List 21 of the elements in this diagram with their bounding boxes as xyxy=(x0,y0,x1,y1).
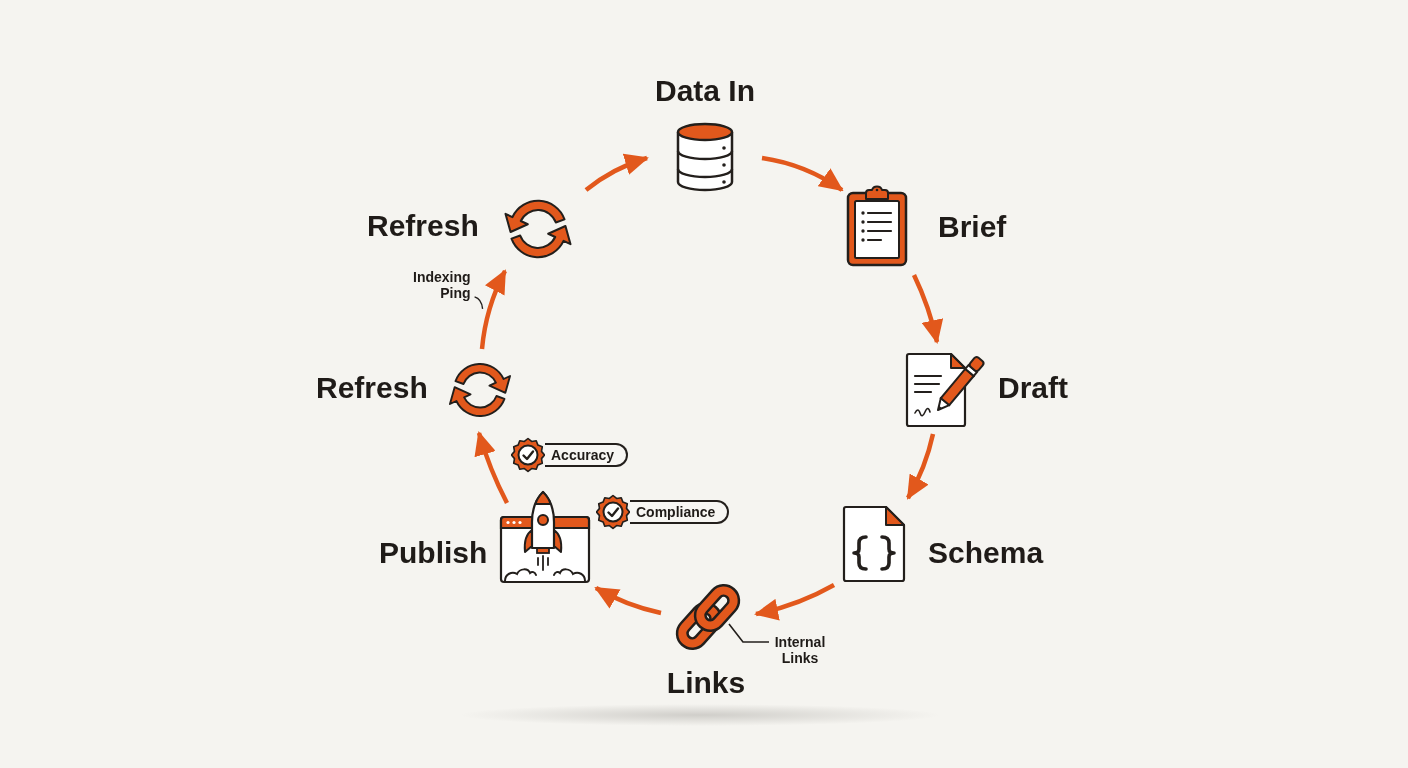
annotation-text: Internal Links xyxy=(773,634,827,666)
step-label: Publish xyxy=(379,536,488,570)
step-label: Refresh xyxy=(367,209,479,243)
status-pill: Accuracy xyxy=(545,443,629,467)
arrow xyxy=(594,586,662,616)
arrow xyxy=(906,433,936,500)
arrow xyxy=(584,154,649,192)
leader-line xyxy=(728,623,770,643)
edge-label: Indexing Ping xyxy=(412,268,471,301)
step-label: Refresh xyxy=(316,371,428,405)
arrow xyxy=(474,431,509,505)
status-pill: Compliance xyxy=(630,500,730,524)
step-label: Draft xyxy=(998,371,1068,405)
step-label: Brief xyxy=(938,210,1007,244)
arrow xyxy=(479,269,507,350)
step-label: Schema xyxy=(928,536,1044,570)
arrow xyxy=(754,583,836,621)
step-label: Data In xyxy=(654,74,756,108)
arrow xyxy=(911,274,943,344)
arrow xyxy=(761,155,844,192)
step-label: Links xyxy=(666,666,746,700)
